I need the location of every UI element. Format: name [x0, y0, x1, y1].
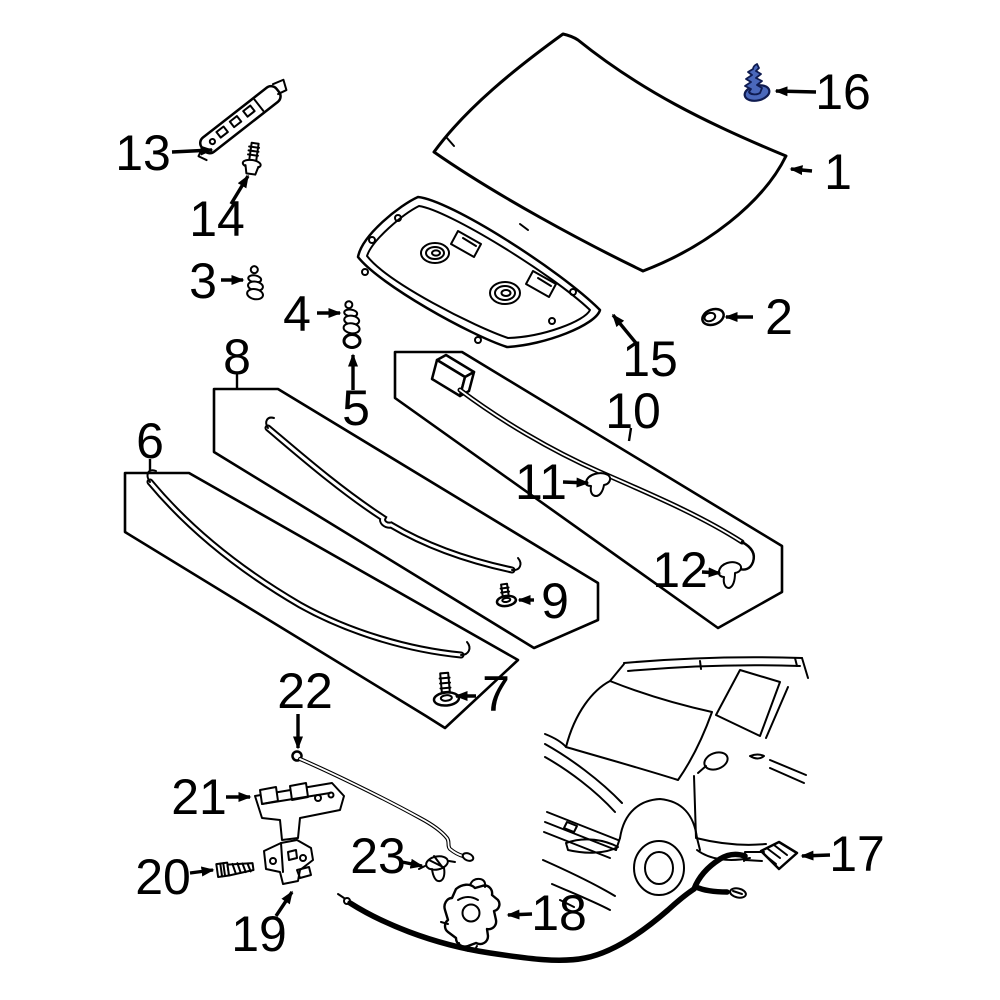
callout-number-8[interactable]: 8: [223, 329, 251, 385]
callout-19[interactable]: 19: [231, 890, 294, 962]
callout-16[interactable]: 16: [774, 64, 871, 120]
callout-arrow-11: [562, 477, 590, 488]
callout-number-17[interactable]: 17: [829, 826, 885, 882]
callout-3[interactable]: 3: [189, 253, 245, 309]
callout-number-3[interactable]: 3: [189, 253, 217, 309]
callout-10[interactable]: 10: [605, 383, 661, 442]
callout-number-9[interactable]: 9: [541, 573, 569, 629]
callout-number-18[interactable]: 18: [531, 885, 587, 941]
callout-number-6[interactable]: 6: [136, 413, 164, 469]
callout-number-5[interactable]: 5: [342, 380, 370, 436]
callout-5[interactable]: 5: [342, 353, 370, 436]
part-striker-bracket-19: [263, 839, 314, 885]
callout-number-19[interactable]: 19: [231, 906, 287, 962]
part-front-weatherstrip: [146, 469, 471, 659]
callout-arrow-20: [189, 866, 215, 877]
part-grommet-4: [342, 300, 361, 335]
callout-arrow-13: [171, 145, 214, 156]
callout-8[interactable]: 8: [223, 329, 251, 388]
callout-number-16[interactable]: 16: [815, 64, 871, 120]
callout-15[interactable]: 15: [611, 313, 678, 387]
callout-21[interactable]: 21: [171, 769, 252, 825]
callout-number-21[interactable]: 21: [171, 769, 227, 825]
callout-arrow-1: [789, 165, 813, 176]
part-rod-clip-12: [717, 561, 743, 589]
callout-14[interactable]: 14: [189, 174, 250, 247]
part-screw-9: [495, 582, 518, 608]
callout-number-12[interactable]: 12: [652, 542, 708, 598]
callout-arrow-12: [701, 567, 722, 578]
callout-arrow-17: [800, 850, 831, 861]
vehicle-illustration: [542, 656, 809, 911]
part-hood-insulator-pad: [356, 195, 602, 349]
callout-number-15[interactable]: 15: [622, 331, 678, 387]
callout-arrow-16: [774, 86, 817, 97]
callout-arrow-14: [229, 174, 250, 205]
callout-number-20[interactable]: 20: [135, 849, 191, 905]
callout-18[interactable]: 18: [506, 885, 587, 941]
callout-23[interactable]: 23: [350, 828, 424, 884]
part-plug-2: [701, 307, 725, 327]
insulator-grommet-icon: [420, 242, 521, 305]
callout-number-23[interactable]: 23: [350, 828, 406, 884]
part-clip-16-highlighted[interactable]: [743, 63, 771, 103]
part-oring-5: [342, 333, 362, 349]
callout-4[interactable]: 4: [283, 286, 342, 342]
callout-number-1[interactable]: 1: [824, 144, 852, 200]
callout-6[interactable]: 6: [136, 413, 164, 471]
callout-number-4[interactable]: 4: [283, 286, 311, 342]
callout-number-2[interactable]: 2: [765, 289, 793, 345]
callout-12[interactable]: 12: [652, 542, 722, 598]
callout-1[interactable]: 1: [789, 144, 852, 200]
panel-front-weatherstrip-board: [123, 471, 520, 730]
part-grommet-3: [246, 265, 264, 301]
callout-arrow-18: [506, 909, 533, 920]
callout-number-7[interactable]: 7: [482, 666, 510, 722]
callout-number-11[interactable]: 11: [515, 454, 567, 510]
part-hood-latch: [440, 877, 501, 952]
callout-9[interactable]: 9: [517, 573, 569, 629]
callout-number-22[interactable]: 22: [277, 663, 333, 719]
part-bolt-20: [215, 861, 255, 879]
callout-arrow-19: [274, 890, 294, 917]
part-release-handle-17: [743, 840, 799, 871]
callout-number-14[interactable]: 14: [189, 191, 245, 247]
callout-number-10[interactable]: 10: [605, 383, 661, 439]
part-rear-weatherstrip: [264, 416, 522, 574]
panel-rear-weatherstrip-board: [212, 387, 600, 650]
callout-arrow-23: [401, 858, 424, 869]
part-bolt-14: [241, 141, 262, 176]
part-rod-clip-23: [418, 855, 456, 883]
callout-arrow-15: [611, 313, 638, 345]
part-rod-clip-11: [584, 472, 612, 497]
callout-22[interactable]: 22: [277, 663, 333, 750]
part-screw-7: [432, 671, 461, 707]
callout-number-13[interactable]: 13: [115, 125, 171, 181]
callout-2[interactable]: 2: [724, 289, 793, 345]
callout-17[interactable]: 17: [800, 826, 885, 882]
callout-arrow-10: [627, 427, 633, 442]
callout-7[interactable]: 7: [454, 666, 510, 722]
callout-13[interactable]: 13: [115, 125, 214, 181]
callout-20[interactable]: 20: [135, 849, 215, 905]
callout-11[interactable]: 11: [515, 454, 590, 510]
part-latch-bracket-21: [254, 782, 345, 841]
part-release-cable: [337, 851, 748, 964]
part-hood-panel: [432, 32, 788, 273]
part-support-rod-22: [291, 750, 475, 862]
part-hood-support-rod: [430, 353, 756, 571]
panel-rod-board: [393, 350, 784, 630]
